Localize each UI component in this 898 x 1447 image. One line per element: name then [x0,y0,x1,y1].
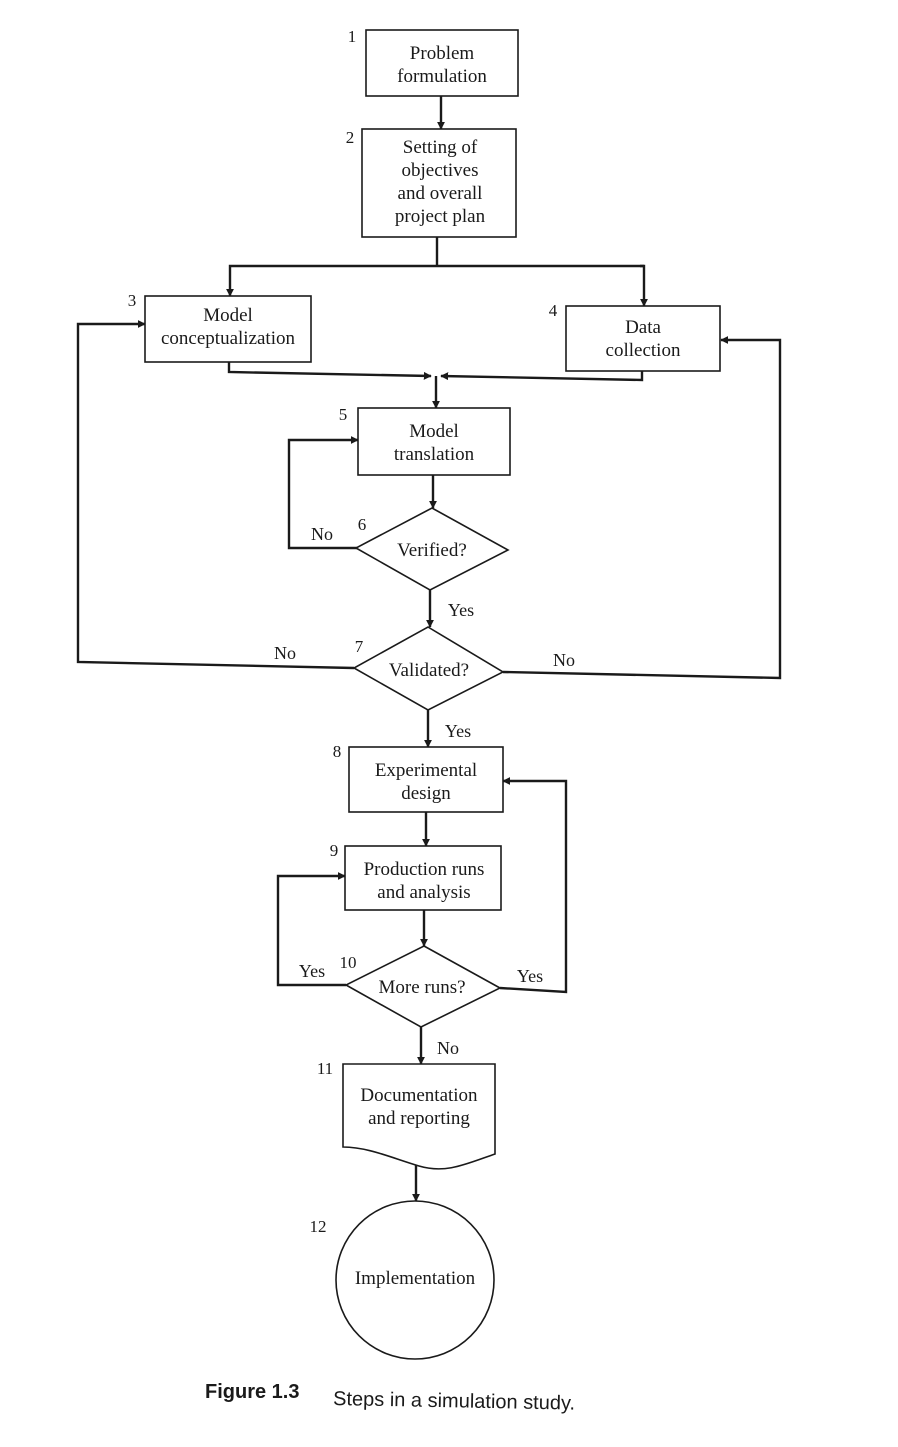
step-9-label-line-1: Production runs [364,859,485,880]
step-8-number: 8 [333,742,342,761]
step-7-diamond [352,626,505,711]
step-11-label-line-1: Documentation [360,1085,478,1106]
step-1-box [365,29,519,97]
edge-2-to-3 [226,264,644,297]
step-10-label: More runs? [378,977,465,998]
step-4-label-line-2: collection [606,340,681,361]
edge-7-no-to-3 [76,320,355,670]
step-1-number: 1 [348,27,357,46]
step-10-diamond [344,945,502,1028]
edge-label-validated-no-left: No [274,643,296,663]
step-1-label-line-1: Problem [410,43,475,64]
step-5-number: 5 [339,405,348,424]
edge-label-more-runs-yes-right: Yes [517,966,543,986]
step-2-label-line-3: and overall [398,183,483,204]
step-2-label-line-1: Setting of [403,137,478,158]
step-11-number: 11 [317,1059,333,1078]
step-4-label-line-1: Data [625,317,661,338]
step-3-box [144,295,312,363]
step-2-label-line-4: project plan [395,206,486,227]
step-9-number: 9 [330,841,339,860]
step-10-number: 10 [340,953,357,972]
edge-4-to-merge [440,371,644,382]
step-2-label-line-2: objectives [401,160,478,181]
step-8-box [348,746,504,813]
edge-2-to-4 [640,264,648,307]
step-12-label: Implementation [355,1268,476,1289]
step-12-circle [335,1200,495,1360]
step-5-box [357,407,511,476]
edge-label-more-runs-no: No [437,1038,459,1058]
step-3-label-line-2: conceptualization [161,328,295,349]
step-1-label-line-2: formulation [397,66,487,87]
step-8-label-line-2: design [401,783,451,804]
edge-3-to-merge [227,362,432,380]
caption-label: Figure 1.3 [205,1381,299,1403]
edge-label-validated-no-right: No [553,650,575,670]
step-9-box [344,845,502,911]
step-2-number: 2 [346,128,355,147]
step-6-number: 6 [358,515,367,534]
step-3-label-line-1: Model [203,305,253,326]
step-5-label-line-2: translation [394,444,475,465]
edges [76,96,782,1202]
step-5-label-line-1: Model [409,421,459,442]
edge-label-more-runs-yes-left: Yes [299,961,325,981]
edge-10-yes-to-8 [499,777,568,994]
edge-label-verified-no: No [311,524,333,544]
step-11-document [342,1063,496,1170]
step-4-number: 4 [549,301,558,320]
step-9-label-line-2: and analysis [377,882,470,903]
edge-6-no-to-5 [287,436,359,550]
step-7-label: Validated? [389,660,469,681]
step-2-box [361,128,517,238]
step-4-box [565,305,721,372]
figure-caption: Figure 1.3 Steps in a simulation study. [205,1381,575,1415]
step-6-label: Verified? [397,540,467,561]
step-6-diamond [354,507,510,591]
step-7-number: 7 [355,637,364,656]
step-11-label-line-2: and reporting [368,1108,470,1129]
edge-label-validated-yes: Yes [445,721,471,741]
edge-labels: No Yes No No Yes Yes Yes No [274,524,575,1058]
step-12-number: 12 [310,1217,327,1236]
edge-7-no-to-4 [502,336,782,680]
edge-label-verified-yes: Yes [448,600,474,620]
step-3-number: 3 [128,291,137,310]
step-8-label-line-1: Experimental [375,760,477,781]
caption-text: Steps in a simulation study. [333,1388,575,1415]
edge-10-yes-to-9 [276,872,346,987]
